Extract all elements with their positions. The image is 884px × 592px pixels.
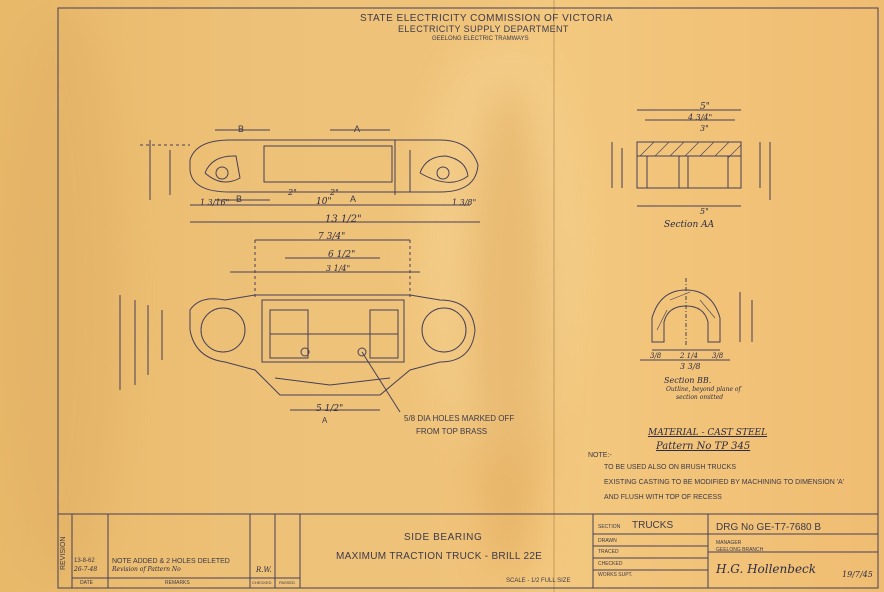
dimension-label: 13 1/2" [325, 214, 362, 225]
manager-label: MANAGER [716, 540, 742, 546]
paper-stain [420, 40, 580, 460]
dimension-label: 1 3/16" [200, 198, 230, 207]
note-line-2: EXISTING CASTING TO BE MODIFIED BY MACHI… [604, 479, 845, 486]
section-bb-label: Section BB. [664, 376, 712, 385]
works-supt-label: WORKS SUPT. [598, 572, 633, 578]
dimension-label: 1 3/8" [452, 198, 477, 207]
section-label: SECTION [598, 524, 621, 530]
dimension-label: 3 3/8 [680, 362, 701, 371]
section-bb-note: section omitted [676, 394, 724, 401]
dimension-label: 3/8 [712, 352, 724, 360]
section-mark-a: A [354, 124, 361, 134]
header-line-1: STATE ELECTRICITY COMMISSION OF VICTORIA [360, 13, 614, 24]
drawing-subtitle: MAXIMUM TRACTION TRUCK - BRILL 22E [336, 551, 543, 562]
branch-label: GEELONG BRANCH [716, 547, 764, 553]
section-mark-a: A [350, 194, 357, 204]
header-line-2: ELECTRICITY SUPPLY DEPARTMENT [398, 24, 569, 34]
date-column-label: DATE [80, 580, 93, 586]
revision-date: 13-8-62 [74, 558, 95, 564]
section-mark-b: B [238, 124, 245, 134]
dimension-label: 3" [700, 124, 709, 133]
scale-label: SCALE - 1/2 FULL SIZE [506, 578, 571, 584]
fold-line [553, 0, 555, 592]
dimension-label: 10" [316, 197, 332, 207]
dimension-label: 3 1/4" [326, 264, 351, 273]
drawing-title: SIDE BEARING [404, 532, 483, 543]
passed-column-label: PASSED [279, 580, 295, 585]
callout-line-2: FROM TOP BRASS [416, 427, 488, 436]
revision-initials: R.W. [256, 566, 272, 574]
note-line-1: TO BE USED ALSO ON BRUSH TRUCKS [604, 464, 736, 471]
drawing-number: DRG No GE-T7-7680 B [716, 522, 822, 533]
checked-column-label: CHECKED [252, 580, 272, 585]
pattern-number: Pattern No TP 345 [656, 441, 751, 452]
dimension-label: 5" [700, 102, 710, 112]
revision-label: REVISION [60, 536, 67, 570]
checked-label: CHECKED [598, 561, 623, 567]
dimension-label: 3/8 [650, 352, 662, 360]
dimension-label: 5 1/2" [316, 404, 344, 414]
section-value: TRUCKS [632, 520, 674, 531]
revision-date: 26-7-48 [74, 566, 98, 573]
remarks-column-label: REMARKS [165, 580, 190, 586]
dimension-label: 6 1/2" [328, 250, 356, 260]
revision-note: NOTE ADDED & 2 HOLES DELETED [112, 558, 230, 565]
section-mark-b: B [236, 194, 243, 204]
header-line-3: GEELONG ELECTRIC TRAMWAYS [432, 36, 529, 42]
section-aa-label: Section AA [664, 220, 715, 230]
dimension-label: 2" [288, 188, 297, 197]
callout-line-1: 5/8 DIA HOLES MARKED OFF [404, 414, 515, 423]
dimension-label: 2 1/4 [680, 352, 698, 360]
note-line-3: AND FLUSH WITH TOP OF RECESS [604, 494, 722, 501]
dimension-label: 2" [330, 188, 339, 197]
revision-note: Revision of Pattern No [112, 566, 181, 573]
drawn-label: DRAWN [598, 538, 617, 544]
signature-date: 19/7/45 [842, 570, 873, 579]
traced-label: TRACED [598, 549, 619, 555]
manager-signature: H.G. Hollenbeck [716, 562, 817, 576]
dimension-label: 5" [700, 207, 709, 216]
section-bb-note: Outline, beyond plane of [666, 386, 741, 393]
dimension-a-label: A [322, 416, 328, 425]
material-label: MATERIAL - CAST STEEL [648, 428, 768, 438]
paper-stain [0, 0, 120, 592]
notes-heading: NOTE:- [588, 452, 612, 459]
dimension-label: 7 3/4" [318, 232, 346, 242]
dimension-label: 4 3/4" [688, 113, 713, 122]
paper-stain [470, 80, 550, 580]
